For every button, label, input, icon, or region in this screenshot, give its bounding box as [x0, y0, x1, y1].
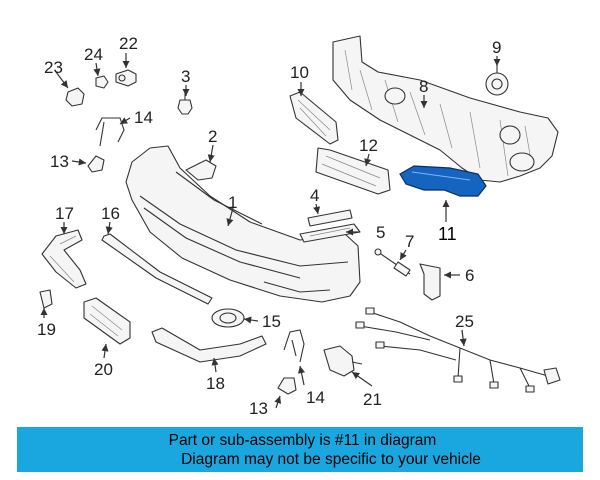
- part-17-bracket: [41, 229, 87, 289]
- part-7-stud: [374, 248, 411, 277]
- caption-line-2: Diagram may not be specific to your vehi…: [181, 450, 481, 468]
- callout-21: 21: [363, 390, 382, 409]
- part-15-fog-lamp: [211, 308, 245, 328]
- caption-banner: Part or sub-assembly is #11 in diagram D…: [17, 427, 583, 472]
- callout-4: 4: [310, 186, 319, 205]
- callout-1: 1: [228, 193, 237, 212]
- part-6-bracket: [419, 263, 441, 301]
- part-13-cap-lower: [277, 377, 297, 395]
- callout-2: 2: [208, 127, 217, 146]
- callout-23: 23: [44, 58, 63, 77]
- part-19-clip: [39, 289, 53, 309]
- leader-lines: [40, 53, 501, 409]
- part-21-connector: [323, 345, 363, 377]
- part-10-bracket: [289, 91, 339, 145]
- callout-18: 18: [206, 374, 225, 393]
- part-1-bumper-cover: [125, 145, 361, 303]
- callout-19: 19: [37, 320, 56, 339]
- callout-10: 10: [290, 63, 309, 82]
- callout-11: 11: [438, 224, 457, 244]
- part-14-bracket-upper: [95, 117, 125, 147]
- callout-numbers: 1 2 3 4 5 6 7 8 9 10 11 12 13 13 14 14 1…: [37, 34, 501, 418]
- callout-5: 5: [376, 223, 385, 242]
- part-13-cap-upper: [87, 155, 105, 173]
- callout-6: 6: [465, 266, 474, 285]
- part-20-bracket: [83, 297, 131, 345]
- part-16-strip: [101, 233, 213, 305]
- callout-15: 15: [262, 312, 281, 331]
- part-25-wiring-harness: [355, 307, 561, 393]
- part-12-bracket: [315, 147, 391, 195]
- callout-3: 3: [181, 67, 190, 86]
- part-4-bracket: [307, 209, 353, 227]
- callout-17: 17: [55, 204, 74, 223]
- callout-16: 16: [101, 204, 120, 223]
- part-2-clip: [185, 159, 217, 181]
- callout-24: 24: [84, 45, 103, 64]
- part-24-clip: [95, 75, 109, 89]
- part-9-horn: [485, 62, 509, 96]
- callout-14-lower: 14: [306, 388, 325, 407]
- part-18-moulding: [151, 327, 267, 363]
- callout-13-lower: 13: [249, 399, 268, 418]
- callout-20: 20: [94, 360, 113, 379]
- part-23-sensor: [65, 87, 85, 107]
- callout-13-upper: 13: [50, 152, 69, 171]
- part-14-bracket-lower: [283, 329, 305, 363]
- callout-9: 9: [492, 38, 501, 57]
- part-8-reinforcement: [332, 35, 559, 183]
- part-22-sensor: [115, 69, 137, 87]
- callout-25: 25: [455, 312, 474, 331]
- part-11-highlighted: [399, 165, 487, 197]
- caption-line-1: Part or sub-assembly is #11 in diagram: [168, 431, 437, 449]
- callout-7: 7: [405, 232, 414, 251]
- callout-22: 22: [119, 34, 138, 53]
- part-3-fastener: [177, 90, 193, 115]
- callout-12: 12: [359, 136, 378, 155]
- callout-8: 8: [419, 77, 428, 96]
- bumper-parts-diagram: 1 2 3 4 5 6 7 8 9 10 11 12 13 13 14 14 1…: [37, 34, 561, 418]
- callout-14-upper: 14: [134, 108, 153, 127]
